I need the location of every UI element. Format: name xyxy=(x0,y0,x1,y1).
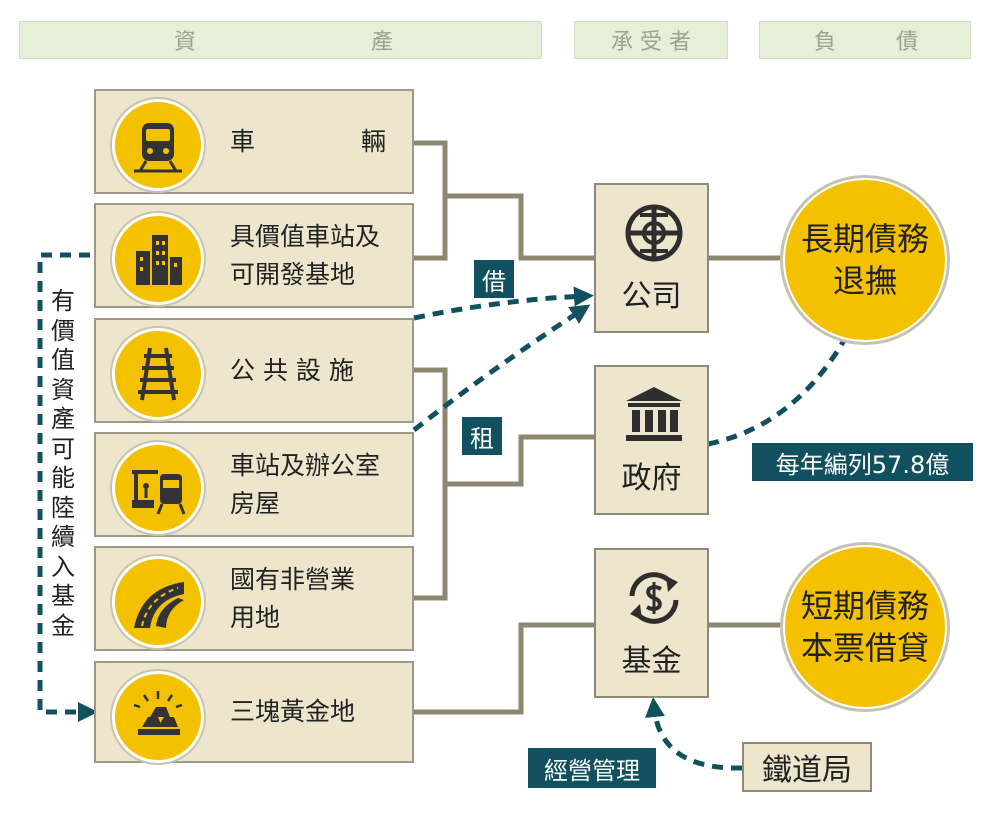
train-icon xyxy=(112,99,204,191)
station-platform-icon xyxy=(112,442,204,534)
connector-vehicles xyxy=(414,140,594,261)
vertical-note-char: 陸 xyxy=(51,493,75,522)
vertical-note-char: 能 xyxy=(51,464,75,492)
vertical-note-char: 入 xyxy=(51,552,75,581)
header-recipient: 承 受 者 xyxy=(574,21,728,59)
liability-short-term-label: 短期債務 本票借貸 xyxy=(800,587,929,667)
annual-budget-tag: 每年編列57.8億 xyxy=(752,443,973,481)
vertical-note-char: 值 xyxy=(51,346,75,374)
liability-long-term: 長期債務 退撫 xyxy=(783,178,947,342)
asset-public-facilities: 公 共 設 施 xyxy=(94,318,414,423)
management-arrow xyxy=(645,697,743,771)
recipient-government-label: 政府 xyxy=(621,461,682,496)
recipient-company: 公司 xyxy=(594,183,709,333)
buildings-icon xyxy=(112,213,204,305)
header-liabilities-char-1: 負 xyxy=(814,30,837,55)
recipient-government: 政府 xyxy=(594,365,709,515)
railway-bureau-box: 鐵道局 xyxy=(742,742,872,792)
road-icon xyxy=(112,556,204,648)
borrow-tag: 借 xyxy=(474,260,514,298)
asset-station-offices: 車站及辦公室 房屋 xyxy=(94,432,414,537)
lease-arrow xyxy=(412,304,591,432)
recipient-fund: 基金 xyxy=(594,548,709,698)
connector-public-facilities xyxy=(414,367,448,601)
connector-to-government xyxy=(445,434,594,487)
asset-station-offices-label: 車站及辦公室 房屋 xyxy=(230,450,381,518)
header-liabilities: 負 債 xyxy=(759,21,971,59)
asset-station-land: 具價值車站及 可開發基地 xyxy=(94,203,414,308)
gold-bars-icon xyxy=(112,671,204,763)
connector-stations-land xyxy=(414,196,448,261)
header-assets-char-2: 產 xyxy=(370,30,393,55)
vertical-note: 有 價 值 資 產 可 能 陸 續 入 基 金 xyxy=(48,287,78,641)
header-liabilities-char-2: 債 xyxy=(895,30,918,55)
vertical-note-char: 基 xyxy=(51,582,75,610)
budget-arrow xyxy=(707,317,857,447)
asset-golden-land: 三塊黃金地 xyxy=(94,661,414,763)
vertical-note-char: 產 xyxy=(51,405,75,433)
vertical-dashed-line xyxy=(37,252,98,722)
asset-vehicles-label: 車 輛 xyxy=(230,91,402,192)
asset-vehicles-char-1: 車 xyxy=(230,126,256,156)
railway-logo-icon xyxy=(625,204,683,262)
vertical-note-char: 資 xyxy=(51,375,75,404)
asset-station-land-label: 具價值車站及 可開發基地 xyxy=(230,221,381,289)
recipient-company-label: 公司 xyxy=(621,279,682,314)
recipient-fund-label: 基金 xyxy=(621,644,682,679)
government-building-icon xyxy=(626,387,682,441)
liability-long-term-label: 長期債務 退撫 xyxy=(800,220,929,300)
railway-track-icon xyxy=(112,328,204,420)
asset-vehicles: 車 輛 xyxy=(94,89,414,194)
asset-state-land-label: 國有非營業 用地 xyxy=(230,564,356,632)
lease-tag: 租 xyxy=(462,417,502,455)
borrow-arrow xyxy=(413,286,594,321)
vertical-note-char: 可 xyxy=(51,434,75,463)
vertical-note-char: 價 xyxy=(51,316,75,345)
header-assets: 資 產 xyxy=(19,21,542,59)
liability-short-term: 短期債務 本票借貸 xyxy=(783,545,947,709)
dollar-exchange-icon xyxy=(629,572,679,624)
header-assets-char-1: 資 xyxy=(174,30,197,55)
connector-golden-land xyxy=(414,622,594,715)
vertical-note-char: 金 xyxy=(51,611,75,640)
asset-state-land: 國有非營業 用地 xyxy=(94,546,414,651)
asset-vehicles-char-2: 輛 xyxy=(360,126,386,156)
vertical-note-char: 續 xyxy=(51,523,75,551)
management-tag: 經營管理 xyxy=(528,748,656,788)
vertical-note-char: 有 xyxy=(51,287,75,315)
asset-golden-land-label: 三塊黃金地 xyxy=(230,697,356,726)
asset-public-facilities-label: 公 共 設 施 xyxy=(230,355,354,385)
